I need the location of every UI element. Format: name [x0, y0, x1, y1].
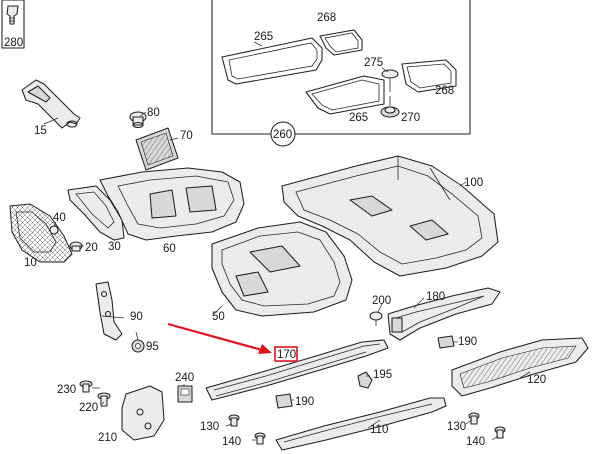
label-240: 240	[175, 372, 194, 384]
part-130-clip-left	[228, 414, 240, 427]
label-220: 220	[79, 402, 98, 414]
label-110: 110	[370, 424, 388, 436]
leader-lines	[43, 41, 531, 441]
label-260: 260	[273, 129, 292, 141]
part-10-panel	[9, 203, 73, 263]
part-40-clip	[49, 225, 59, 235]
part-20-clip	[69, 241, 83, 252]
label-265-top: 265	[254, 31, 273, 43]
label-60: 60	[163, 243, 176, 255]
label-95: 95	[146, 341, 159, 353]
part-170-sill	[205, 339, 389, 401]
part-230-fastener	[79, 380, 93, 393]
label-275: 275	[364, 57, 383, 69]
part-140-clip-left	[254, 432, 266, 445]
part-95-grommet	[131, 339, 145, 353]
part-130-clip-right	[468, 412, 480, 425]
part-195-clip	[357, 371, 373, 389]
part-90-bracket	[95, 281, 123, 341]
part-200-clip	[369, 311, 383, 326]
part-190-clip-upper	[437, 335, 455, 349]
label-140-right: 140	[466, 436, 485, 448]
label-100: 100	[464, 177, 483, 189]
label-50: 50	[212, 311, 225, 323]
label-200: 200	[372, 295, 391, 307]
highlight-arrow	[167, 322, 272, 354]
label-90: 90	[130, 311, 143, 323]
label-80: 80	[147, 107, 160, 119]
label-130-right: 130	[447, 421, 466, 433]
label-40: 40	[53, 212, 66, 224]
label-130-left: 130	[200, 421, 219, 433]
part-80-clip	[129, 111, 147, 129]
label-20: 20	[85, 242, 98, 254]
part-100-carpet	[281, 155, 499, 277]
label-270: 270	[401, 112, 420, 124]
label-268-right: 268	[435, 85, 454, 97]
part-180-trim	[387, 287, 501, 341]
floor-mats-inset	[211, 0, 471, 147]
label-70: 70	[180, 130, 193, 142]
highlight-box-170	[274, 346, 298, 362]
label-280: 280	[4, 37, 23, 49]
label-120: 120	[527, 374, 546, 386]
part-110-sill	[275, 397, 447, 451]
part-labels: 280 265 268 275 268 265 270 260 15 80 70…	[4, 12, 546, 448]
label-210: 210	[98, 432, 117, 444]
part-190-clip-lower	[275, 393, 293, 409]
part-140-clip-right	[494, 426, 506, 439]
label-190-lower: 190	[295, 396, 314, 408]
label-195: 195	[373, 369, 392, 381]
label-140-left: 140	[222, 436, 241, 448]
label-268-top: 268	[317, 12, 336, 24]
label-230: 230	[57, 384, 76, 396]
label-180: 180	[426, 291, 445, 303]
label-30: 30	[108, 241, 121, 253]
label-10: 10	[24, 257, 37, 269]
label-170: 170	[277, 349, 296, 361]
part-15-bracket	[21, 79, 81, 129]
part-30-insulation	[67, 185, 125, 241]
part-70-pad	[135, 127, 179, 171]
label-190-upper: 190	[458, 336, 477, 348]
part-210-bracket	[121, 385, 165, 441]
part-220-fastener	[97, 392, 111, 407]
part-60-insulation	[99, 167, 245, 241]
part-240-clip	[177, 385, 193, 403]
part-280-clip	[1, 0, 25, 49]
label-15: 15	[34, 125, 47, 137]
label-265-lower: 265	[349, 112, 368, 124]
part-120-panel	[451, 337, 589, 397]
part-50-carpet	[211, 221, 353, 317]
